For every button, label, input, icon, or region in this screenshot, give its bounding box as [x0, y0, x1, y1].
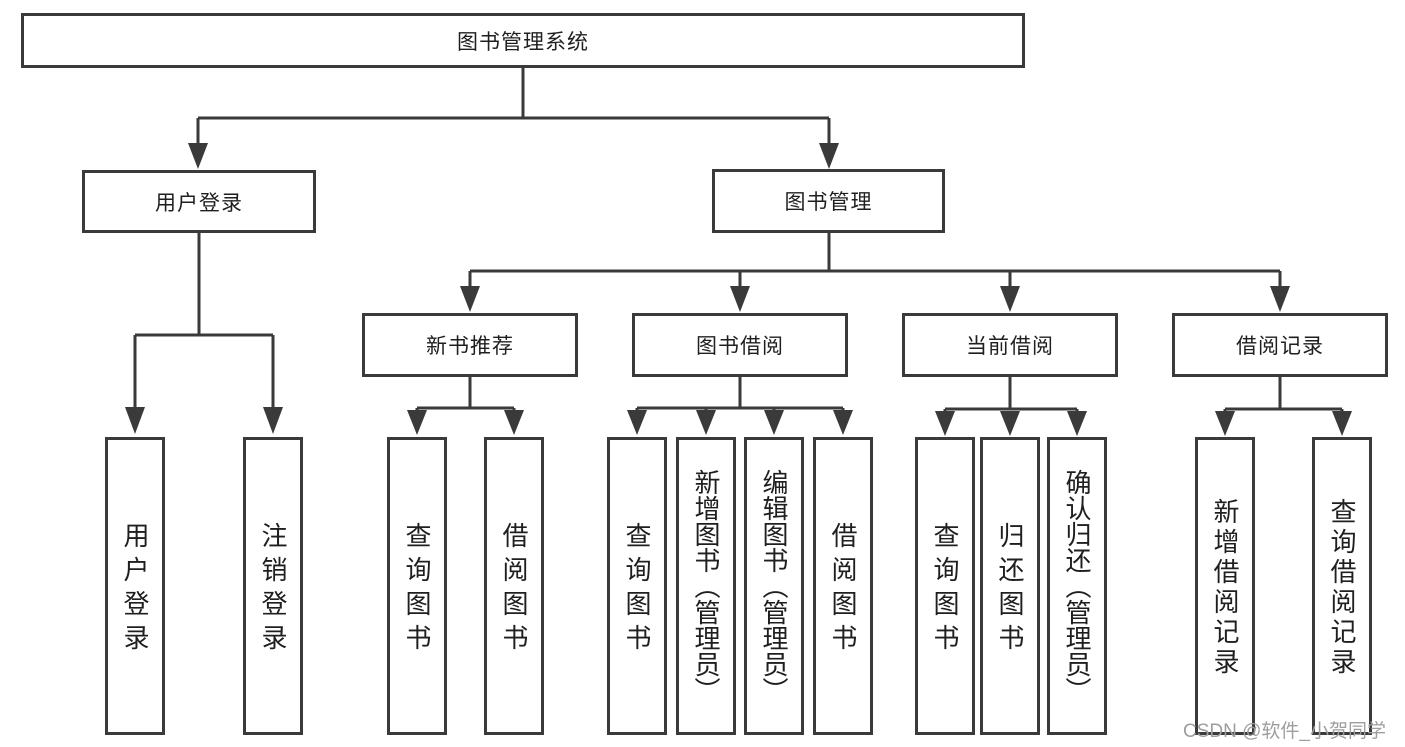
arrow-down-icon [407, 410, 427, 435]
leaf-return-books: 归还图书 [980, 437, 1040, 735]
node-label: 归还图书 [995, 522, 1025, 658]
arrow-down-icon [1067, 411, 1087, 436]
arrow-down-icon [696, 410, 716, 435]
node-label: 当前借阅 [966, 335, 1054, 358]
node-label: 查询借阅记录 [1327, 498, 1357, 678]
node-label: 借阅图书 [828, 522, 858, 658]
arrow-down-icon [460, 286, 480, 312]
node-label: 新增借阅记录 [1210, 498, 1240, 678]
node-label: 图书管理系统 [457, 30, 589, 54]
node-label: 查询图书 [622, 522, 652, 658]
node-label: 编辑图书（管理员） [759, 469, 789, 703]
node-label: 用户登录 [155, 191, 243, 215]
node-label: 新书推荐 [426, 335, 514, 358]
leaf-edit-books-admin: 编辑图书（管理员） [744, 437, 804, 735]
node-book-borrow: 图书借阅 [632, 313, 848, 377]
arrow-down-icon [1215, 411, 1235, 436]
arrow-down-icon [764, 410, 784, 435]
arrow-down-icon [1332, 411, 1352, 436]
arrow-down-icon [730, 286, 750, 312]
leaf-confirm-return-admin: 确认归还（管理员） [1047, 437, 1107, 735]
node-root-system: 图书管理系统 [21, 13, 1025, 68]
leaf-query-books-current: 查询图书 [915, 437, 975, 735]
node-label: 确认归还（管理员） [1062, 469, 1092, 703]
leaf-query-books-recommend: 查询图书 [387, 437, 447, 735]
node-book-management: 图书管理 [712, 169, 945, 233]
csdn-watermark: CSDN @软件_小贺同学 [1183, 721, 1386, 742]
leaf-add-borrow-record: 新增借阅记录 [1195, 437, 1255, 735]
node-current-borrow: 当前借阅 [902, 313, 1118, 377]
arrow-down-icon [125, 407, 145, 434]
node-label: 借阅图书 [499, 522, 529, 658]
arrow-down-icon [188, 143, 208, 169]
leaf-query-books-borrow: 查询图书 [607, 437, 667, 735]
leaf-borrow-books: 借阅图书 [813, 437, 873, 735]
leaf-user-login: 用户登录 [105, 437, 165, 735]
arrow-down-icon [819, 143, 839, 169]
arrow-down-icon [627, 410, 647, 435]
arrow-down-icon [1000, 286, 1020, 312]
arrow-down-icon [1270, 286, 1290, 312]
arrow-down-icon [833, 410, 853, 435]
node-label: 借阅记录 [1236, 335, 1324, 358]
connector-new-book-children [415, 377, 516, 414]
arrow-down-icon [935, 411, 955, 436]
node-label: 图书借阅 [696, 335, 784, 358]
node-label: 新增图书（管理员） [691, 469, 721, 703]
node-label: 用户登录 [120, 522, 150, 658]
arrow-down-icon [263, 407, 283, 434]
node-new-book-recommend: 新书推荐 [362, 313, 578, 377]
node-label: 注销登录 [258, 522, 288, 658]
connector-borrow-children [635, 377, 845, 414]
node-label: 查询图书 [930, 522, 960, 658]
node-label: 查询图书 [402, 522, 432, 658]
connector-user-login-children [133, 233, 275, 410]
leaf-logout: 注销登录 [243, 437, 303, 735]
node-borrow-records: 借阅记录 [1172, 313, 1388, 377]
connector-current-children [943, 377, 1079, 414]
leaf-query-borrow-record: 查询借阅记录 [1312, 437, 1372, 735]
leaf-borrow-books-recommend: 借阅图书 [484, 437, 544, 735]
leaf-add-books-admin: 新增图书（管理员） [676, 437, 736, 735]
node-user-login: 用户登录 [82, 170, 316, 233]
connector-root-to-level2 [196, 68, 831, 146]
connector-records-children [1223, 377, 1344, 414]
connector-book-mgmt-children [468, 233, 1282, 290]
arrow-down-icon [1000, 411, 1020, 436]
node-label: 图书管理 [784, 191, 873, 214]
arrow-down-icon [504, 410, 524, 435]
